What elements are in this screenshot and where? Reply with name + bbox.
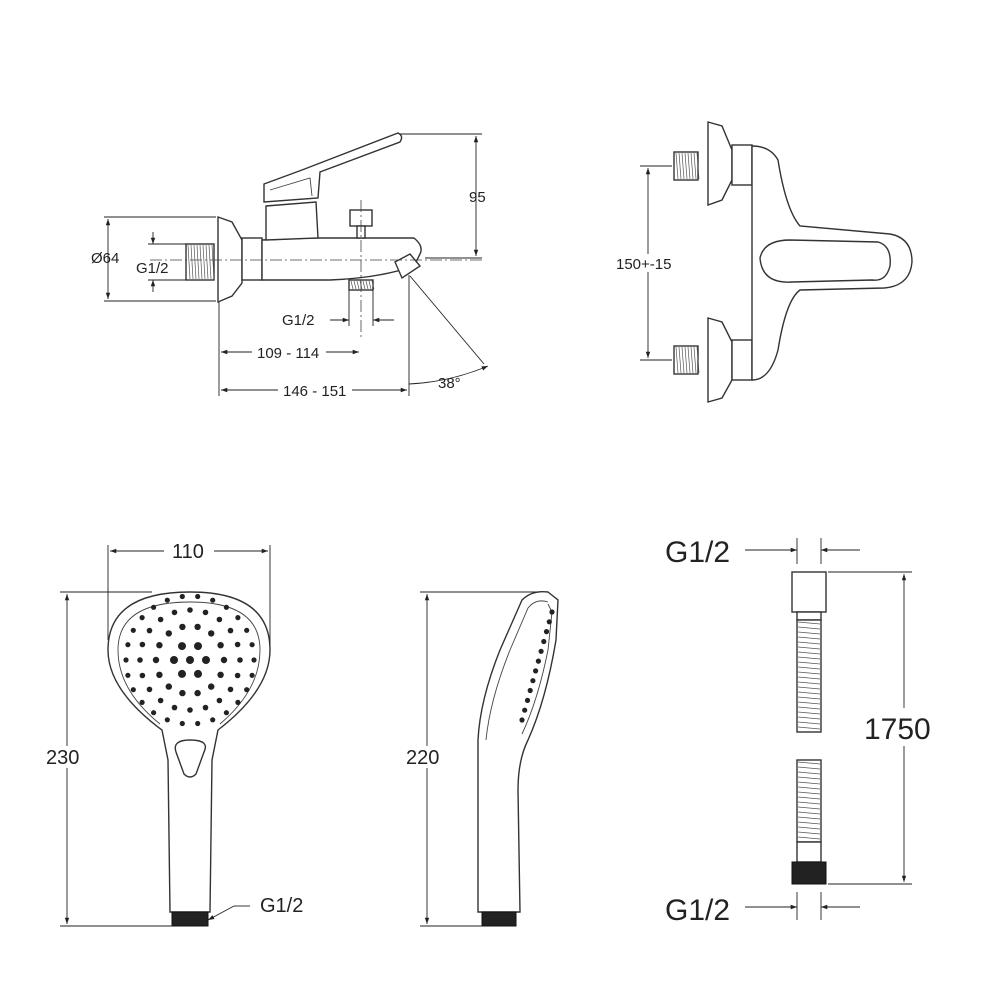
shower-thread-connector	[171, 911, 209, 927]
dim-centers-label: 150+-15	[616, 256, 671, 273]
dim-spout-angle-label: 38°	[438, 375, 461, 392]
cartridge-housing	[265, 201, 319, 241]
lever-front	[759, 239, 891, 283]
mixer-front-view: 150+-15	[612, 121, 913, 403]
dim-side-length-label: 220	[406, 747, 439, 769]
shower-side-outline	[477, 590, 559, 913]
hand-shower-side-view: 220	[402, 590, 559, 927]
connector-nut	[241, 237, 263, 281]
mixer-body	[261, 237, 422, 281]
dim-outlet-thread-label: G1/2	[282, 312, 315, 329]
dim-hose-length-label: 1750	[864, 713, 931, 746]
dim-outlet-distance-label: 109 - 114	[257, 345, 319, 362]
dim-inlet-thread-label: G1/2	[136, 260, 169, 277]
lever-handle	[263, 132, 403, 203]
dim-width-label: 110	[172, 541, 204, 563]
mixer-side-view: 95 Ø64 G1/2 G1/2 109 - 114 146 - 151 38°	[91, 132, 489, 400]
spray-mode-button	[174, 739, 207, 778]
hose-top-connector	[791, 571, 827, 613]
dim-thread-label: G1/2	[260, 895, 303, 917]
hose-view: G1/2 1750 G1/2	[665, 536, 944, 927]
inlet-thread	[185, 243, 215, 281]
dim-hose-top-thread-label: G1/2	[665, 536, 730, 569]
hand-shower-front-view: 110 230 G1/2	[42, 540, 303, 927]
dim-hose-bottom-thread-label: G1/2	[665, 894, 730, 927]
dim-diameter-label: Ø64	[91, 250, 119, 267]
dim-height-label: 95	[469, 189, 486, 206]
hose-bottom-connector	[791, 861, 827, 885]
side-spray-nozzles	[519, 609, 555, 723]
escutcheon	[217, 216, 243, 304]
outlet-thread	[348, 279, 375, 291]
dim-spout-length-label: 146 - 151	[283, 383, 346, 400]
dim-length-label: 230	[46, 747, 79, 769]
spray-nozzles	[123, 593, 257, 727]
side-thread-connector	[481, 911, 517, 927]
